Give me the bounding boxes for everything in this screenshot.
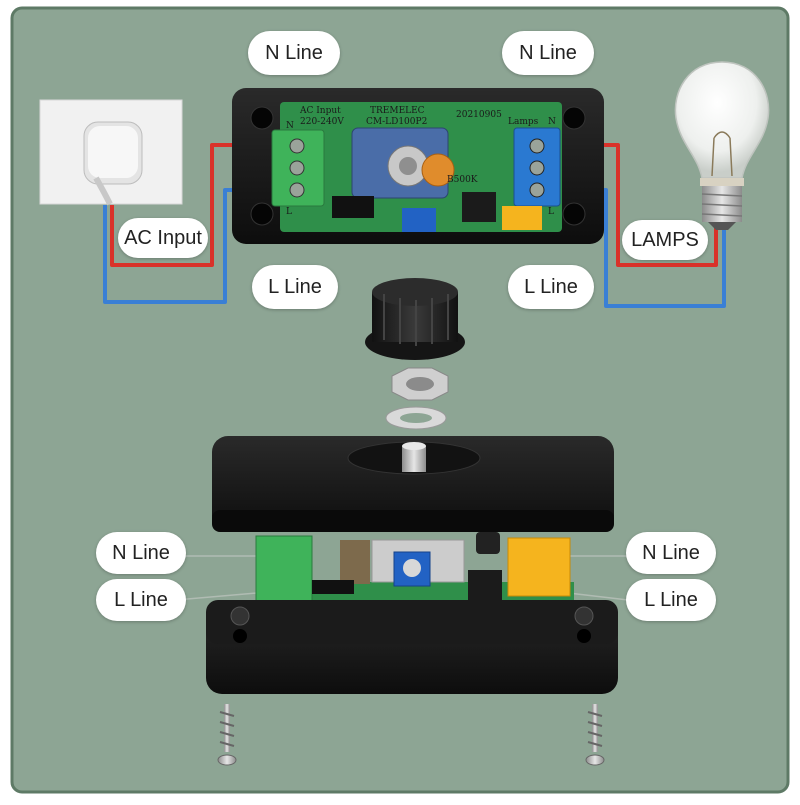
label-l-line-top-left: L Line [252,265,338,309]
screw-left [217,704,237,766]
relay-bottom [507,537,571,597]
label-lamps: LAMPS [622,220,708,260]
dimmer-module-top: AC Input 220-240V TREMELEC CM-LD100P2 20… [232,88,604,244]
pcb-model-text: CM-LD100P2 [366,117,427,127]
pcb-voltage-text: 220-240V [300,117,344,127]
pcb-lamps-text: Lamps [508,117,539,127]
label-l-line-bottom-right: L Line [626,579,716,621]
pcb-n-mark-right: N [548,117,556,127]
pcb-pot-text: B500K [447,175,478,185]
light-bulb-icon [674,61,770,230]
dimmer-knob [365,278,465,360]
wall-socket [39,99,183,206]
washer [385,406,447,430]
pcb-date-text: 20210905 [456,110,502,120]
pcb-n-mark-left: N [286,121,294,131]
pcb-ac-input-text: AC Input [299,106,341,116]
screw-right [585,704,605,766]
hex-nut [391,367,449,401]
enclosure-lid [212,436,614,532]
label-n-line-top-right: N Line [502,31,594,75]
label-l-line-top-right: L Line [508,265,594,309]
pcb-brand-text: TREMELEC [370,106,425,116]
enclosure-base [206,600,618,694]
pcb-exploded [255,532,574,604]
label-n-line-bottom-right: N Line [626,532,716,574]
label-l-line-bottom-left: L Line [96,579,186,621]
terminal-block-bottom [255,535,313,603]
relay [502,206,542,230]
label-n-line-top-left: N Line [248,31,340,75]
pcb-l-mark-right: L [548,207,554,217]
label-ac-input: AC Input [118,218,208,258]
label-n-line-bottom-left: N Line [96,532,186,574]
pcb-l-mark-left: L [286,207,292,217]
